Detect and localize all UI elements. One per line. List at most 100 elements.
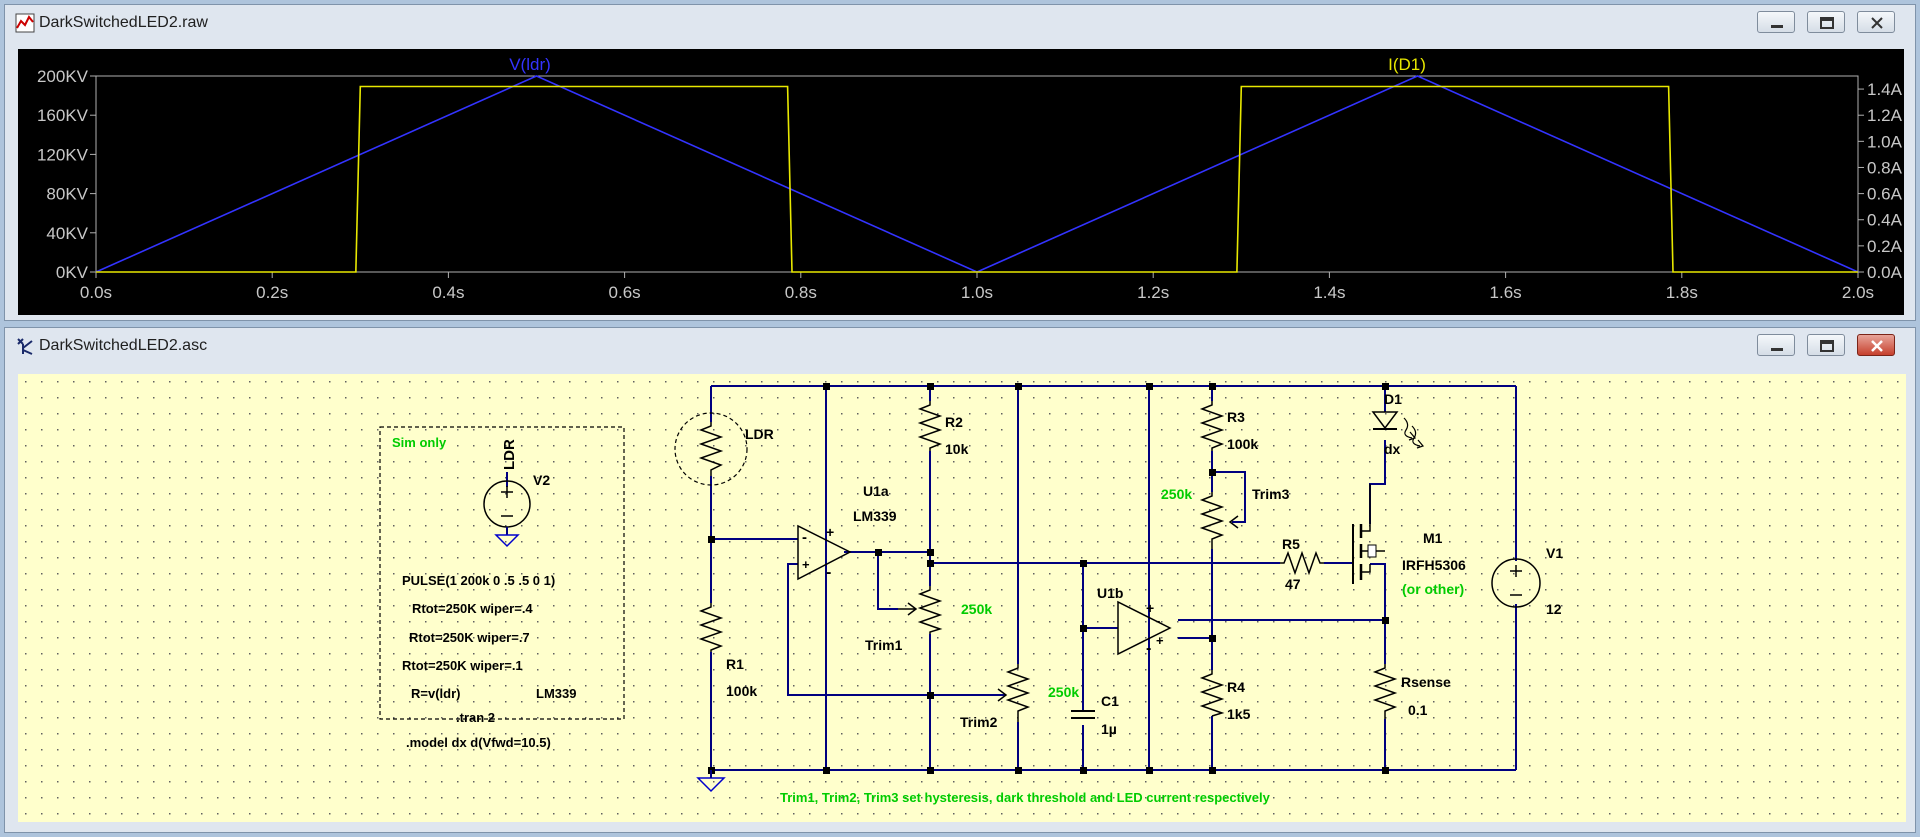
close-icon <box>1871 340 1883 352</box>
schematic-icon <box>17 338 33 355</box>
schematic-junctions <box>708 383 1389 774</box>
r-expr-directive[interactable]: R=v(ldr) <box>411 686 460 701</box>
plot-series <box>95 75 1859 273</box>
x-tick-label: 0.6s <box>609 283 641 302</box>
r5-label: R5 <box>1282 536 1300 552</box>
trim3-value: 250k <box>1161 486 1192 502</box>
y-right-tick-label: 0.0A <box>1867 263 1903 282</box>
v1-source-icon[interactable] <box>1491 558 1541 608</box>
rtot1-directive[interactable]: Rtot=250K wiper=.4 <box>412 601 533 616</box>
trim1-label: Trim1 <box>865 637 903 653</box>
restore-icon <box>1820 17 1834 29</box>
y-right-tick-label: 0.8A <box>1867 158 1903 177</box>
u1a-comparator-icon[interactable]: + - + - <box>797 524 852 581</box>
ldr-label: LDR <box>745 426 774 442</box>
schematic-restore-button[interactable] <box>1807 334 1845 356</box>
schematic-grid <box>18 374 1906 822</box>
pulse-directive[interactable]: PULSE(1 200k 0 .5 .5 0 1) <box>402 573 555 588</box>
rsense-value: 0.1 <box>1408 702 1428 718</box>
v2-source-icon <box>483 480 531 548</box>
r4-value: 1k5 <box>1227 706 1251 722</box>
schematic-wires <box>710 385 1517 771</box>
r4-resistor-icon[interactable] <box>1199 670 1225 717</box>
r2-resistor-icon[interactable] <box>917 401 943 451</box>
y-left-tick-label: 80KV <box>46 185 88 204</box>
minimize-icon <box>1771 25 1783 28</box>
lm339-directive[interactable]: LM339 <box>536 686 576 701</box>
r1-label: R1 <box>726 656 744 672</box>
x-tick-label: 1.8s <box>1666 283 1698 302</box>
rtot2-directive[interactable]: Rtot=250K wiper=.7 <box>409 630 530 645</box>
m1-mosfet-icon[interactable] <box>1352 484 1385 584</box>
restore-button[interactable] <box>1807 11 1845 33</box>
minimize-icon <box>1771 348 1783 351</box>
svg-text:+: + <box>802 557 810 572</box>
trim3-potentiometer-icon[interactable] <box>1199 492 1239 549</box>
c1-capacitor-icon[interactable] <box>1071 710 1095 719</box>
x-tick-label: 1.4s <box>1313 283 1345 302</box>
u1a-label: U1a <box>863 483 889 499</box>
r5-resistor-icon[interactable] <box>1280 550 1324 576</box>
schematic-window[interactable]: DarkSwitchedLED2.asc Sim only LDR <box>4 327 1916 833</box>
waveform-window-title: DarkSwitchedLED2.raw <box>39 14 208 31</box>
v1-value: 12 <box>1546 601 1562 617</box>
waveform-icon <box>15 13 35 33</box>
y-right-tick-label: 0.2A <box>1867 237 1903 256</box>
x-tick-label: 1.0s <box>961 283 993 302</box>
rtot3-directive[interactable]: Rtot=250K wiper=.1 <box>402 658 523 673</box>
y-right-tick-label: 0.4A <box>1867 211 1903 230</box>
minimize-button[interactable] <box>1757 11 1795 33</box>
y-left-tick-label: 0KV <box>56 263 89 282</box>
u1b-label: U1b <box>1097 585 1123 601</box>
x-tick-label: 0.4s <box>432 283 464 302</box>
c1-value: 1µ <box>1101 721 1117 737</box>
r3-resistor-icon[interactable] <box>1199 401 1225 451</box>
rsense-label: Rsense <box>1401 674 1451 690</box>
m1-part: IRFH5306 <box>1402 557 1466 573</box>
u1b-comparator-icon[interactable]: + - - + <box>1117 600 1172 657</box>
r4-label: R4 <box>1227 679 1245 695</box>
trim1-value: 250k <box>961 601 992 617</box>
trim2-potentiometer-icon[interactable] <box>997 664 1031 722</box>
schematic-comment[interactable]: Trim1, Trim2, Trim3 set hysteresis, dark… <box>780 790 1271 805</box>
trim1-potentiometer-icon[interactable] <box>898 586 943 634</box>
y-right-tick-label: 1.0A <box>1867 132 1903 151</box>
r1-resistor-icon[interactable] <box>698 603 724 652</box>
svg-text:+: + <box>1146 600 1154 616</box>
trim3-label: Trim3 <box>1252 486 1290 502</box>
waveform-titlebar[interactable]: DarkSwitchedLED2.raw <box>5 5 1915 41</box>
svg-text:+: + <box>1156 633 1164 648</box>
close-button[interactable] <box>1857 11 1895 33</box>
legend-v-ldr[interactable]: V(ldr) <box>509 55 551 74</box>
rsense-resistor-icon[interactable] <box>1372 664 1398 719</box>
x-tick-label: 2.0s <box>1842 283 1874 302</box>
model-directive[interactable]: .model dx d(Vfwd=10.5) <box>406 735 551 750</box>
ldr-resistor-icon[interactable] <box>674 412 748 486</box>
sim-only-label: Sim only <box>392 435 447 450</box>
y-left-tick-label: 40KV <box>46 224 88 243</box>
trim2-label: Trim2 <box>960 714 998 730</box>
c1-label: C1 <box>1101 693 1119 709</box>
x-tick-label: 0.0s <box>80 283 112 302</box>
y-axis-right: 0.0A0.2A0.4A0.6A0.8A1.0A1.2A1.4A <box>1858 80 1903 282</box>
legend-i-d1[interactable]: I(D1) <box>1388 55 1426 74</box>
schematic-canvas[interactable]: Sim only LDR V2 PULSE(1 200k 0 .5 .5 0 1… <box>18 374 1906 822</box>
trim2-value: 250k <box>1048 684 1079 700</box>
plot-background <box>18 49 1904 315</box>
schematic-titlebar[interactable]: DarkSwitchedLED2.asc <box>5 328 1915 364</box>
svg-text:-: - <box>1146 640 1151 657</box>
v2-label: V2 <box>533 472 550 488</box>
svg-text:-: - <box>802 529 807 546</box>
r2-value: 10k <box>945 441 969 457</box>
schematic-minimize-button[interactable] <box>1757 334 1795 356</box>
y-right-tick-label: 1.4A <box>1867 80 1903 99</box>
close-icon <box>1871 17 1883 29</box>
tran-directive[interactable]: .tran 2 <box>456 710 495 725</box>
d1-led-icon[interactable] <box>1371 411 1425 449</box>
schematic-close-button[interactable] <box>1857 334 1895 356</box>
x-tick-label: 1.6s <box>1490 283 1522 302</box>
v2-net-label: LDR <box>501 439 518 470</box>
